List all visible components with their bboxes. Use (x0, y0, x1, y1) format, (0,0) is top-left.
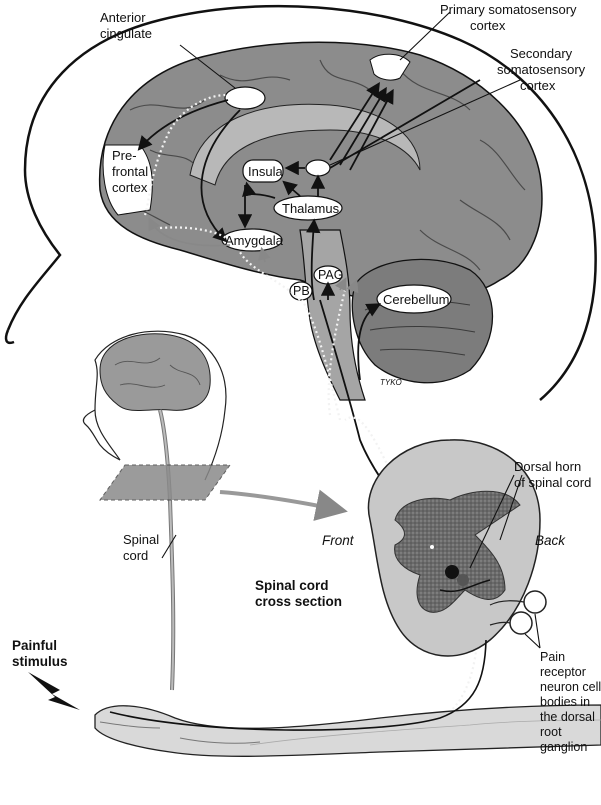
label-pb: PB (293, 284, 310, 298)
cross-section-plane (99, 464, 231, 501)
primary-somatosensory-node (369, 53, 411, 81)
label-amygdala: Amygdala (225, 233, 284, 248)
artist-signature: TYKO (380, 378, 402, 387)
label-primary-somatosensory: Primary somatosensory cortex (440, 2, 580, 33)
label-secondary-somatosensory: Secondary somatosensory cortex (497, 46, 589, 93)
inset-head (82, 330, 227, 691)
label-cross-section: Spinal cord cross section (255, 578, 342, 609)
arm (94, 639, 601, 757)
secondary-somatosensory-node (305, 159, 331, 177)
label-front: Front (322, 533, 355, 548)
cross-section-arrow (219, 489, 348, 521)
cerebellum-node (376, 284, 452, 314)
lightning-bolt-icon (28, 672, 80, 710)
leader-lines (161, 11, 541, 649)
insula-node (242, 159, 284, 183)
prefrontal-node (102, 144, 153, 216)
label-pain-receptor: Pain receptor neuron cell bodies in the … (540, 650, 601, 754)
ganglion-cell-2 (509, 611, 533, 635)
label-spinal-cord: Spinal cord (123, 532, 163, 563)
label-prefrontal: Pre- frontal cortex (112, 148, 152, 195)
head-outline (6, 4, 597, 401)
label-pag: PAG (318, 268, 343, 282)
label-thalamus: Thalamus (282, 201, 340, 216)
dorsal-horn-synapse (445, 565, 459, 579)
label-anterior-cingulate: Anterior cingulate (100, 10, 152, 41)
label-painful-stimulus: Painful stimulus (12, 638, 68, 669)
label-dorsal-horn: Dorsal horn of spinal cord (514, 459, 591, 490)
anterior-cingulate-node (224, 86, 266, 110)
gray-matter (394, 490, 521, 613)
label-cerebellum: Cerebellum (383, 292, 449, 307)
label-insula: Insula (248, 164, 283, 179)
ganglion-cell-1 (523, 590, 547, 614)
label-back: Back (535, 533, 566, 548)
